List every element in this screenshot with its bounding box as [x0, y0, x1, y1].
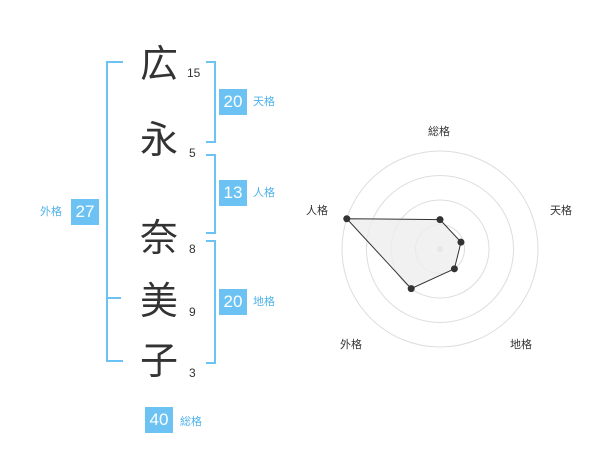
- radar-point-3: [450, 265, 458, 273]
- gaikaku-bracket-tick: [106, 297, 121, 299]
- name-char-1: 広: [139, 42, 178, 86]
- radar-label-tenkaku: 天格: [550, 204, 572, 217]
- radar-point-5: [343, 215, 351, 223]
- radar-point-4: [407, 285, 415, 293]
- radar-ring-3: [366, 175, 514, 323]
- gaikaku-value: 27: [71, 199, 99, 225]
- chikaku-bracket: [206, 240, 216, 364]
- radar-label-gaikaku: 外格: [340, 338, 362, 351]
- chikaku-value: 20: [219, 289, 247, 315]
- radar-ring-4: [341, 150, 539, 348]
- radar-label-jinkaku: 人格: [306, 204, 328, 217]
- name-char-2: 永: [139, 118, 178, 162]
- jinkaku-value: 13: [219, 180, 247, 206]
- name-char-4: 美: [139, 279, 178, 323]
- stroke-count-4: 9: [189, 305, 196, 319]
- stroke-count-2: 5: [189, 146, 196, 160]
- radar-label-chikaku: 地格: [510, 338, 532, 351]
- radar-polygon: [345, 218, 462, 290]
- tenkaku-value: 20: [219, 89, 247, 115]
- gaikaku-bracket: [106, 61, 123, 362]
- soukaku-value: 40: [145, 407, 173, 433]
- stroke-count-5: 3: [189, 366, 196, 380]
- radar-point-2: [457, 238, 465, 246]
- radar-label-soukaku: 総格: [428, 125, 450, 138]
- tenkaku-bracket: [206, 61, 216, 143]
- soukaku-label: 総格: [180, 415, 202, 428]
- gaikaku-label: 外格: [40, 205, 62, 218]
- jinkaku-bracket: [206, 154, 216, 234]
- tenkaku-label: 天格: [253, 95, 275, 108]
- stroke-count-3: 8: [189, 242, 196, 256]
- name-char-5: 子: [139, 339, 178, 383]
- stroke-count-1: 15: [187, 66, 201, 80]
- chikaku-label: 地格: [253, 295, 275, 308]
- radar-point-1: [436, 216, 444, 224]
- name-char-3: 奈: [139, 216, 178, 260]
- jinkaku-label: 人格: [253, 186, 275, 199]
